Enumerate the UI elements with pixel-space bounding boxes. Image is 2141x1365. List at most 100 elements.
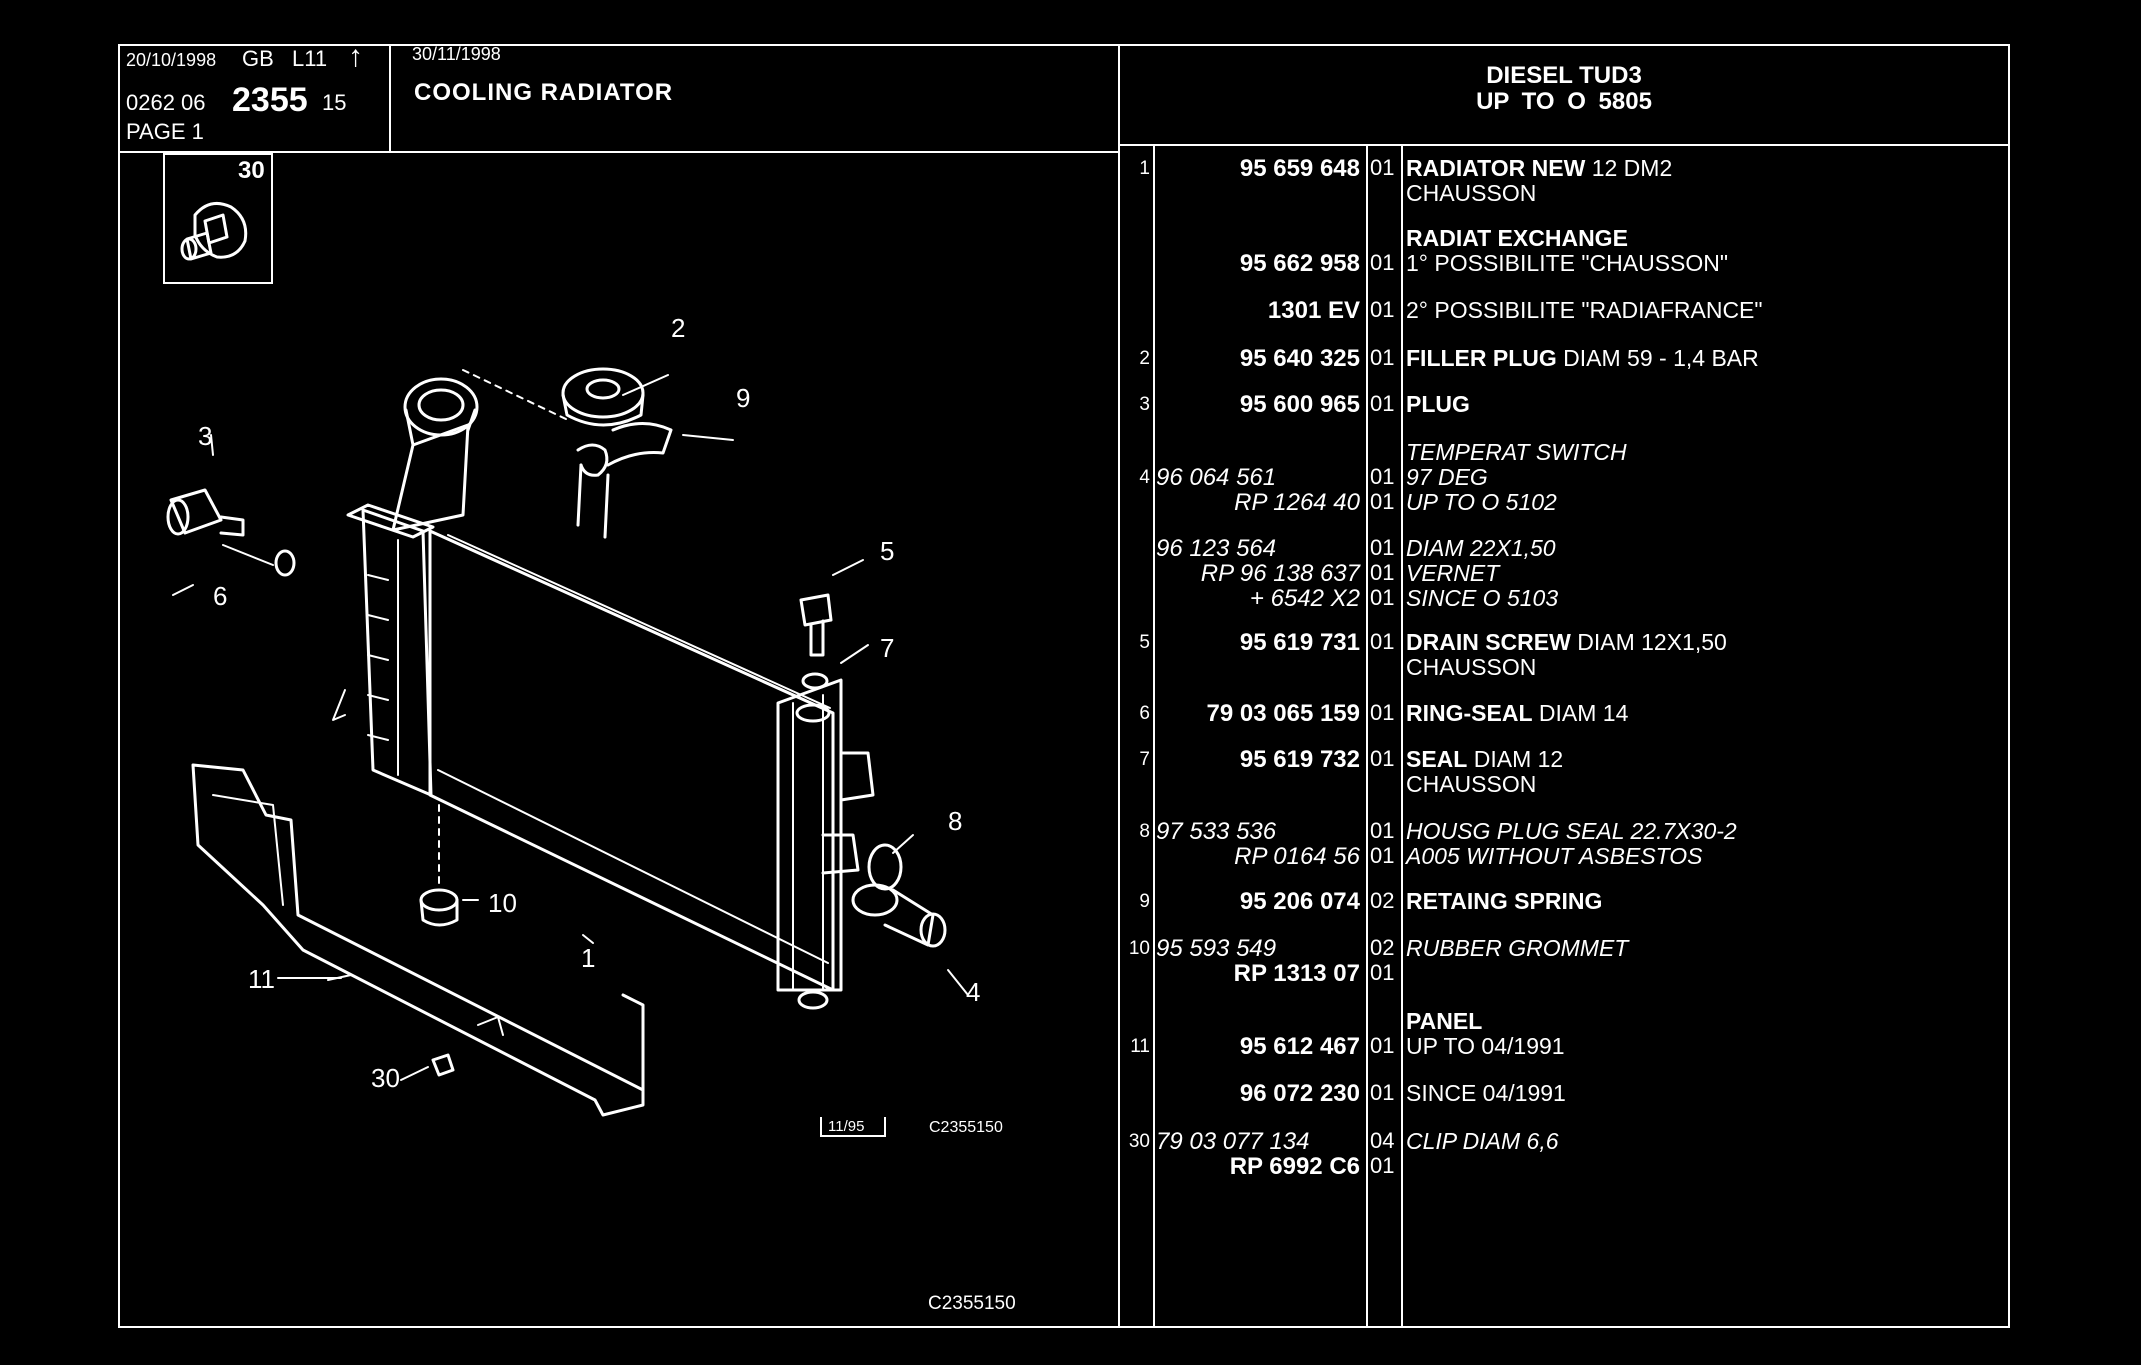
part-description-text: TEMPERAT SWITCH [1406, 439, 1627, 465]
clip-30 [431, 1053, 455, 1077]
callout-4: 4 [966, 977, 980, 1007]
part-number: + 6542 X2 [1249, 585, 1360, 612]
part-description: SEAL DIAM 12 [1406, 748, 1563, 771]
part-number: RP 1264 40 [1234, 489, 1360, 516]
part-item-number: 8 [1139, 821, 1150, 842]
callout-3: 3 [198, 421, 212, 451]
stamp-box [820, 1117, 886, 1137]
part-quantity: 04 [1370, 1128, 1395, 1153]
part-item-number: 4 [1139, 467, 1150, 488]
header-lang-code: GB [242, 46, 274, 71]
part-number: 95 600 965 [1239, 391, 1360, 418]
part-number: 95 640 325 [1239, 345, 1360, 372]
part-quantity: 01 [1370, 489, 1395, 514]
stamp-date: 11/95 [828, 1118, 865, 1135]
part-quantity: 01 [1370, 843, 1395, 868]
part-description-text: CLIP DIAM 6,6 [1406, 1128, 1559, 1154]
part-description-bold: RADIAT EXCHANGE [1406, 225, 1628, 251]
clip-icon [180, 201, 248, 261]
part-description: RADIAT EXCHANGE [1406, 227, 1628, 250]
part-description: 97 DEG [1406, 466, 1488, 489]
callout-2: 2 [671, 313, 685, 343]
part-description: TEMPERAT SWITCH [1406, 441, 1627, 464]
part-description-bold: RADIATOR NEW [1406, 155, 1586, 181]
part-description-bold: PLUG [1406, 391, 1470, 417]
seal-7 [801, 672, 829, 690]
part-number: RP 96 138 637 [1200, 560, 1360, 587]
part-item-number: 30 [1128, 1131, 1150, 1152]
inset-box [163, 153, 273, 284]
header-ref-prefix: 0262 06 [126, 90, 206, 115]
engine-line-2: UP TO O 5805 [1476, 88, 1652, 115]
part-description-text: 12 DM2 [1585, 155, 1673, 181]
part-description: DRAIN SCREW DIAM 12X1,50 [1406, 631, 1727, 654]
callout-7: 7 [880, 633, 894, 663]
part-description: CHAUSSON [1406, 182, 1536, 205]
inset-label: 30 [238, 157, 265, 184]
part-description-text: HOUSG PLUG SEAL 22.7X30-2 [1406, 818, 1737, 844]
ring-seal-6 [274, 549, 296, 577]
part-number: 79 03 065 159 [1206, 700, 1360, 727]
part-number: RP 0164 56 [1234, 843, 1360, 870]
part-item-number: 6 [1139, 703, 1150, 724]
header-divider-left [389, 44, 391, 152]
exploded-parts-diagram: 1 2 3 4 5 6 7 8 9 10 11 30 [166, 313, 980, 1117]
part-description-text: DIAM 12 [1467, 746, 1564, 772]
part-quantity: 01 [1370, 1033, 1395, 1058]
part-quantity: 01 [1370, 155, 1395, 180]
part-description-text: CHAUSSON [1406, 180, 1537, 206]
diagram-ref-small: C2355150 [929, 1119, 1003, 1136]
callout-5: 5 [880, 536, 894, 566]
part-item-number: 1 [1139, 158, 1150, 179]
part-description: CHAUSSON [1406, 656, 1536, 679]
header-ref-suffix: 15 [322, 90, 347, 115]
part-item-number: 2 [1139, 348, 1150, 369]
header-divider-vertical [1118, 44, 1120, 1328]
part-description-text: DIAM 59 - 1,4 BAR [1556, 345, 1759, 371]
part-description: CLIP DIAM 6,6 [1406, 1130, 1559, 1153]
up-arrow-icon: ↑ [348, 40, 363, 73]
part-number: 95 593 549 [1156, 935, 1277, 962]
part-description-text: DIAM 14 [1532, 700, 1629, 726]
part-description-text: UP TO O 5102 [1406, 489, 1557, 515]
part-quantity: 01 [1370, 585, 1395, 610]
callout-10: 10 [488, 888, 517, 918]
part-description: SINCE O 5103 [1406, 587, 1558, 610]
radiator-core [428, 529, 835, 992]
part-quantity: 01 [1370, 250, 1395, 275]
part-description-text: VERNET [1406, 560, 1500, 586]
part-quantity: 01 [1370, 560, 1395, 585]
part-description: UP TO O 5102 [1406, 491, 1557, 514]
part-description: PANEL [1406, 1010, 1482, 1033]
part-description-text: CHAUSSON [1406, 771, 1537, 797]
part-item-number: 7 [1139, 749, 1150, 770]
part-item-number: 10 [1128, 938, 1150, 959]
diagram-ref-bottom: C2355150 [928, 1293, 1016, 1314]
part-number: 96 072 230 [1239, 1080, 1360, 1107]
part-description-bold: PANEL [1406, 1008, 1483, 1034]
part-quantity: 01 [1370, 464, 1395, 489]
part-description: RING-SEAL DIAM 14 [1406, 702, 1628, 725]
part-quantity: 02 [1370, 888, 1395, 913]
header-page-label: PAGE 1 [126, 119, 204, 144]
table-col-rule-2 [1366, 146, 1368, 1328]
part-item-number: 3 [1139, 394, 1150, 415]
part-description-text: A005 WITHOUT ASBESTOS [1406, 843, 1703, 869]
filler-cap [561, 367, 645, 427]
retaining-spring [576, 422, 673, 539]
part-quantity: 01 [1370, 818, 1395, 843]
part-quantity: 01 [1370, 629, 1395, 654]
part-quantity: 01 [1370, 960, 1395, 985]
part-description: 1° POSSIBILITE "CHAUSSON" [1406, 252, 1728, 275]
page-title: COOLING RADIATOR [414, 79, 674, 106]
part-description-text: 2° POSSIBILITE "RADIAFRANCE" [1406, 297, 1763, 323]
rubber-grommet [419, 888, 459, 927]
part-quantity: 01 [1370, 1080, 1395, 1105]
part-number: 95 619 732 [1239, 746, 1360, 773]
part-quantity: 01 [1370, 700, 1395, 725]
part-item-number: 9 [1139, 891, 1150, 912]
header-bottom-rule-right [1118, 144, 2010, 146]
part-description: VERNET [1406, 562, 1499, 585]
header-date-right: 30/11/1998 [412, 44, 501, 64]
part-number: 1301 EV [1267, 297, 1360, 324]
